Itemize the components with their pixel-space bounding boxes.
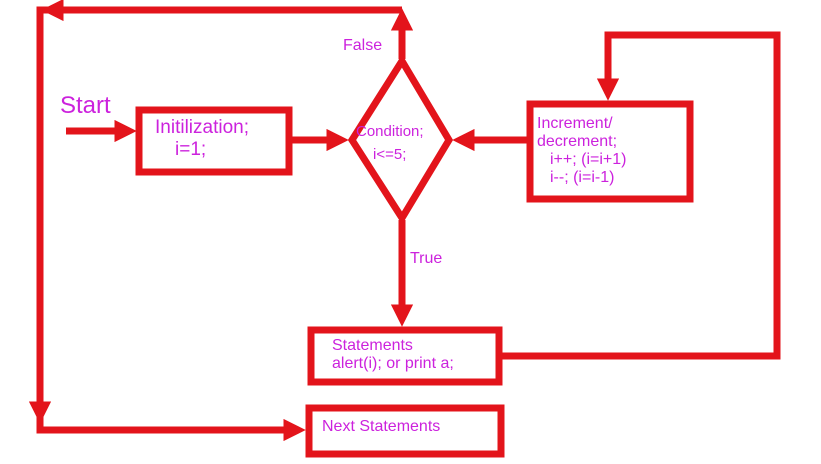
statements-line-2: alert(i); or print a; (332, 355, 454, 372)
false-exit-arrow (36, 6, 402, 442)
true-label: True (410, 250, 443, 267)
init-box (135, 106, 293, 176)
incdec-line-1: Increment/ (537, 115, 613, 132)
incdec-box (526, 100, 694, 203)
next-statements-label: Next Statements (322, 418, 441, 435)
incdec-line-2: decrement; (537, 133, 618, 150)
incdec-line-3: i++; (i=i+1) (550, 151, 627, 168)
init-line-1: Initilization; (155, 117, 249, 138)
statements-line-1: Statements (332, 337, 413, 354)
condition-line-2: i<=5; (373, 146, 407, 163)
init-line-2: i=1; (175, 139, 207, 160)
start-label: Start (60, 92, 111, 119)
incdec-line-4: i--; (i=i-1) (550, 169, 615, 186)
condition-diamond (347, 54, 454, 225)
condition-line-1: Condition; (356, 123, 424, 140)
statements-box (307, 326, 503, 386)
statements-to-incdec-loop-arrow (501, 31, 781, 360)
false-label: False (343, 37, 383, 54)
next-statements-box (305, 404, 505, 458)
